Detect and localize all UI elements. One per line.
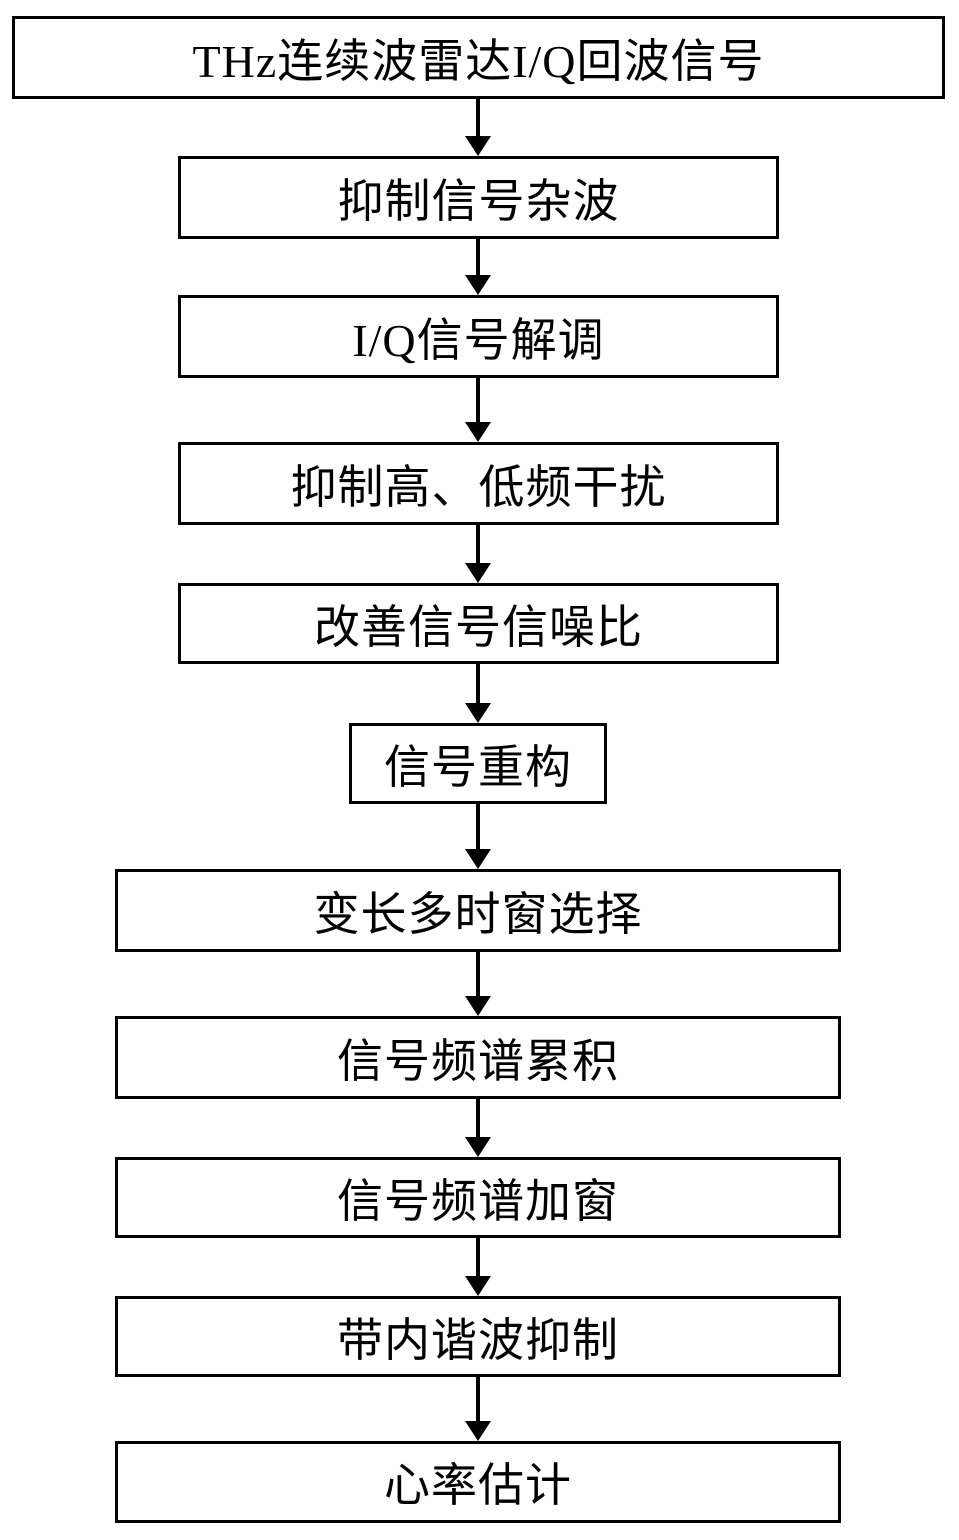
- arrow-stem: [476, 99, 480, 137]
- down-arrow-icon: [465, 239, 491, 295]
- arrowhead-icon: [465, 136, 491, 156]
- arrow-stem: [476, 1099, 480, 1138]
- arrow-stem: [476, 525, 480, 564]
- arrowhead-icon: [465, 275, 491, 295]
- arrowhead-icon: [465, 1137, 491, 1157]
- arrowhead-icon: [465, 563, 491, 583]
- arrow-stem: [476, 952, 480, 997]
- flow-node-inband-harmonic-suppression: 带内谐波抑制: [115, 1296, 841, 1377]
- down-arrow-icon: [465, 99, 491, 156]
- arrow-stem: [476, 804, 480, 850]
- flow-node-clutter-suppression: 抑制信号杂波: [178, 156, 779, 239]
- arrow-stem: [476, 664, 480, 704]
- arrow-stem: [476, 239, 480, 276]
- down-arrow-icon: [465, 1099, 491, 1157]
- arrowhead-icon: [465, 422, 491, 442]
- arrow-stem: [476, 1238, 480, 1277]
- arrow-stem: [476, 378, 480, 423]
- down-arrow-icon: [465, 1238, 491, 1296]
- flow-node-thz-iq-echo-signal: THz连续波雷达I/Q回波信号: [12, 16, 945, 99]
- flow-node-iq-demodulation: I/Q信号解调: [178, 295, 779, 378]
- arrowhead-icon: [465, 849, 491, 869]
- down-arrow-icon: [465, 664, 491, 723]
- arrowhead-icon: [465, 703, 491, 723]
- arrowhead-icon: [465, 1421, 491, 1441]
- flow-node-spectrum-accumulation: 信号频谱累积: [115, 1016, 841, 1099]
- down-arrow-icon: [465, 952, 491, 1016]
- arrowhead-icon: [465, 996, 491, 1016]
- flow-node-high-low-freq-interference-suppression: 抑制高、低频干扰: [178, 442, 779, 525]
- flow-node-spectrum-windowing: 信号频谱加窗: [115, 1157, 841, 1238]
- flow-node-variable-multi-window-selection: 变长多时窗选择: [115, 869, 841, 952]
- flow-node-signal-reconstruction: 信号重构: [349, 723, 607, 804]
- down-arrow-icon: [465, 525, 491, 583]
- down-arrow-icon: [465, 1377, 491, 1441]
- down-arrow-icon: [465, 804, 491, 869]
- arrow-stem: [476, 1377, 480, 1422]
- flow-node-heart-rate-estimation: 心率估计: [115, 1441, 841, 1523]
- arrowhead-icon: [465, 1276, 491, 1296]
- down-arrow-icon: [465, 378, 491, 442]
- flow-node-snr-improvement: 改善信号信噪比: [178, 583, 779, 664]
